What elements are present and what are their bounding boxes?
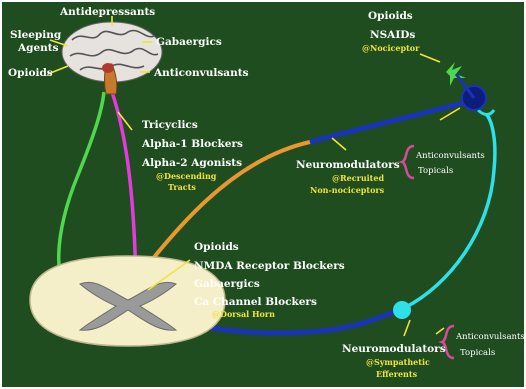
label-nociceptor-site: @Nociceptor: [362, 43, 420, 53]
label-dh-gabaergics: Gabaergics: [194, 278, 260, 290]
label-brain-opioids: Opioids: [8, 67, 53, 79]
label-dorsal-horn-site: @Dorsal Horn: [212, 309, 275, 319]
label-noci-opioids: Opioids: [368, 10, 413, 22]
label-recruited-site-1: @Recruited: [332, 173, 384, 183]
label-descending-site-2: Tracts: [168, 182, 196, 192]
label-recruited-anticonvulsants: Anticonvulsants: [415, 151, 485, 161]
label-nsaids: NSAIDs: [370, 29, 415, 41]
label-tricyclics: Tricyclics: [142, 119, 198, 131]
label-sympathetic-anticonvulsants: Anticonvulsants: [455, 332, 525, 342]
label-alpha2-agonists: Alpha-2 Agonists: [141, 157, 242, 169]
sympathetic-ganglion: [393, 301, 411, 319]
label-ca-channel-blockers: Ca Channel Blockers: [194, 296, 317, 308]
label-brain-gabaergics: Gabaergics: [156, 36, 222, 48]
label-alpha1-blockers: Alpha-1 Blockers: [141, 138, 243, 150]
label-antidepressants: Antidepressants: [59, 6, 155, 18]
label-nmda-blockers: NMDA Receptor Blockers: [194, 260, 345, 272]
label-sleeping-agents-2: Agents: [17, 42, 59, 54]
label-descending-site-1: @Descending: [156, 171, 217, 181]
label-sympathetic-site-2: Efferents: [376, 369, 418, 379]
label-recruited-topicals: Topicals: [418, 166, 453, 176]
label-dh-opioids: Opioids: [194, 241, 239, 253]
label-sympathetic-site-1: @Sympathetic: [366, 357, 430, 367]
label-recruited-title: Neuromodulators: [296, 159, 400, 171]
label-sleeping-agents-1: Sleeping: [10, 29, 62, 41]
label-recruited-site-2: Non-nociceptors: [310, 185, 385, 195]
label-sympathetic-title: Neuromodulators: [342, 343, 446, 355]
label-brain-anticonvulsants: Anticonvulsants: [153, 67, 249, 79]
label-sympathetic-topicals: Topicals: [460, 348, 495, 358]
